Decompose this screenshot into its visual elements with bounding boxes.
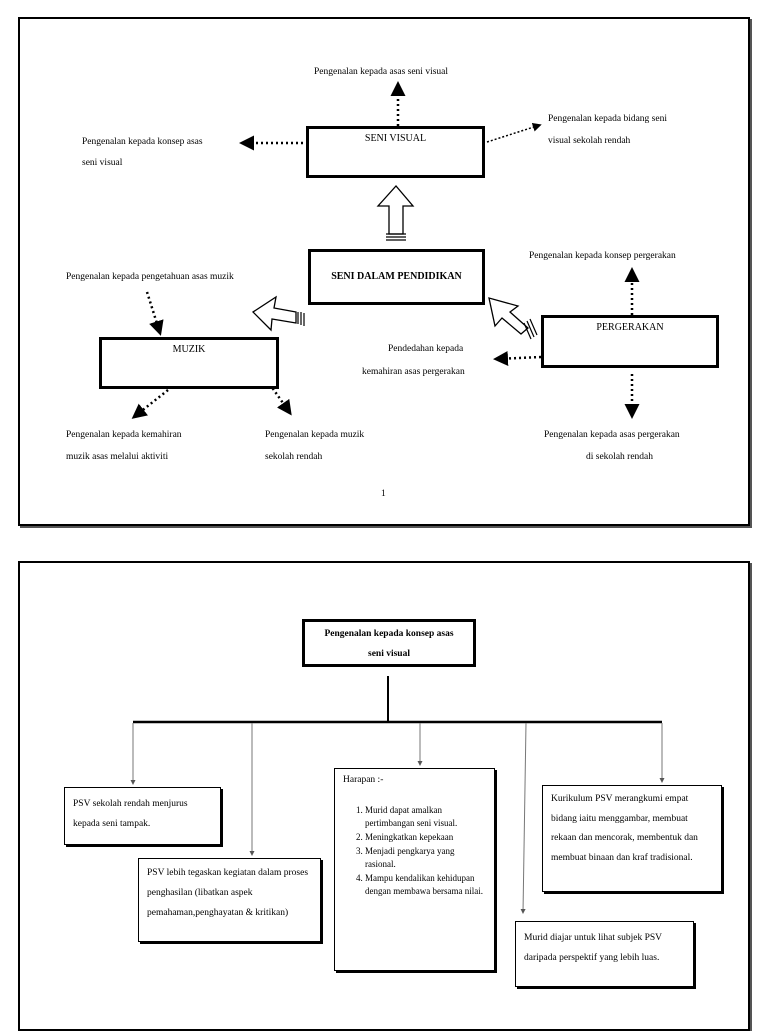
seni-visual-label: SENI VISUAL bbox=[364, 133, 427, 144]
pergerakan-label: PERGERAKAN bbox=[596, 322, 664, 333]
box4-text: Murid diajar untuk lihat subjek PSV dari… bbox=[524, 933, 662, 963]
root-text-1: Pengenalan kepada konsep asas bbox=[324, 629, 454, 639]
pg-left-text-1: Pendedahan kepada bbox=[388, 344, 464, 354]
harapan-title: Harapan :- bbox=[343, 775, 384, 785]
harapan-item: Menjadi pengkarya yang rasional. bbox=[365, 845, 486, 871]
page-1-frame bbox=[18, 17, 750, 526]
mz-br-text-1: Pengenalan kepada muzik bbox=[265, 430, 365, 440]
sv-right-text-2: visual sekolah rendah bbox=[548, 136, 631, 146]
mz-br-text-2: sekolah rendah bbox=[265, 452, 323, 462]
sv-left-text-1: Pengenalan kepada konsep asas bbox=[82, 137, 203, 147]
root-text-2: seni visual bbox=[368, 649, 410, 659]
perspektif-luas-box: Murid diajar untuk lihat subjek PSV dari… bbox=[515, 921, 694, 987]
pg-left-text-2: kemahiran asas pergerakan bbox=[362, 367, 465, 377]
box1-text: PSV sekolah rendah menjurus kepada seni … bbox=[73, 799, 188, 829]
pg-top-text: Pengenalan kepada konsep pergerakan bbox=[529, 251, 676, 261]
seni-visual-box: SENI VISUAL bbox=[306, 126, 485, 178]
box2-text: PSV lebih tegaskan kegiatan dalam proses… bbox=[147, 868, 309, 918]
mz-top-text: Pengenalan kepada pengetahuan asas muzik bbox=[66, 272, 234, 282]
root-concept-box: Pengenalan kepada konsep asas seni visua… bbox=[302, 619, 476, 667]
mz-bl-text-2: muzik asas melalui aktiviti bbox=[66, 452, 169, 462]
muzik-box: MUZIK bbox=[99, 337, 279, 389]
seni-dalam-pendidikan-box: SENI DALAM PENDIDIKAN bbox=[308, 249, 485, 305]
sv-left-text-2: seni visual bbox=[82, 158, 123, 168]
harapan-list: Murid dapat amalkan pertimbangan seni vi… bbox=[343, 804, 486, 898]
muzik-label: MUZIK bbox=[172, 344, 206, 355]
psv-sekolah-rendah-box: PSV sekolah rendah menjurus kepada seni … bbox=[64, 787, 221, 845]
harapan-item: Meningkatkan kepekaan bbox=[365, 831, 486, 844]
pg-bottom-text-1: Pengenalan kepada asas pergerakan bbox=[544, 430, 680, 440]
harapan-box: Harapan :- Murid dapat amalkan pertimban… bbox=[334, 768, 495, 971]
center-label: SENI DALAM PENDIDIKAN bbox=[331, 271, 462, 282]
pg-bottom-text-2: di sekolah rendah bbox=[586, 452, 654, 462]
mz-bl-text-1: Pengenalan kepada kemahiran bbox=[66, 430, 182, 440]
harapan-item: Mampu kendalikan kehidupan dengan membaw… bbox=[365, 872, 486, 898]
psv-tegaskan-kegiatan-box: PSV lebih tegaskan kegiatan dalam proses… bbox=[138, 858, 321, 942]
page-number: 1 bbox=[381, 489, 386, 499]
kurikulum-psv-box: Kurikulum PSV merangkumi empat bidang ia… bbox=[542, 785, 722, 892]
sv-top-text: Pengenalan kepada asas seni visual bbox=[314, 67, 449, 77]
pergerakan-box: PERGERAKAN bbox=[541, 315, 719, 368]
sv-right-text-1: Pengenalan kepada bidang seni bbox=[548, 114, 667, 124]
harapan-item: Murid dapat amalkan pertimbangan seni vi… bbox=[365, 804, 486, 830]
box5-text: Kurikulum PSV merangkumi empat bidang ia… bbox=[551, 794, 698, 863]
